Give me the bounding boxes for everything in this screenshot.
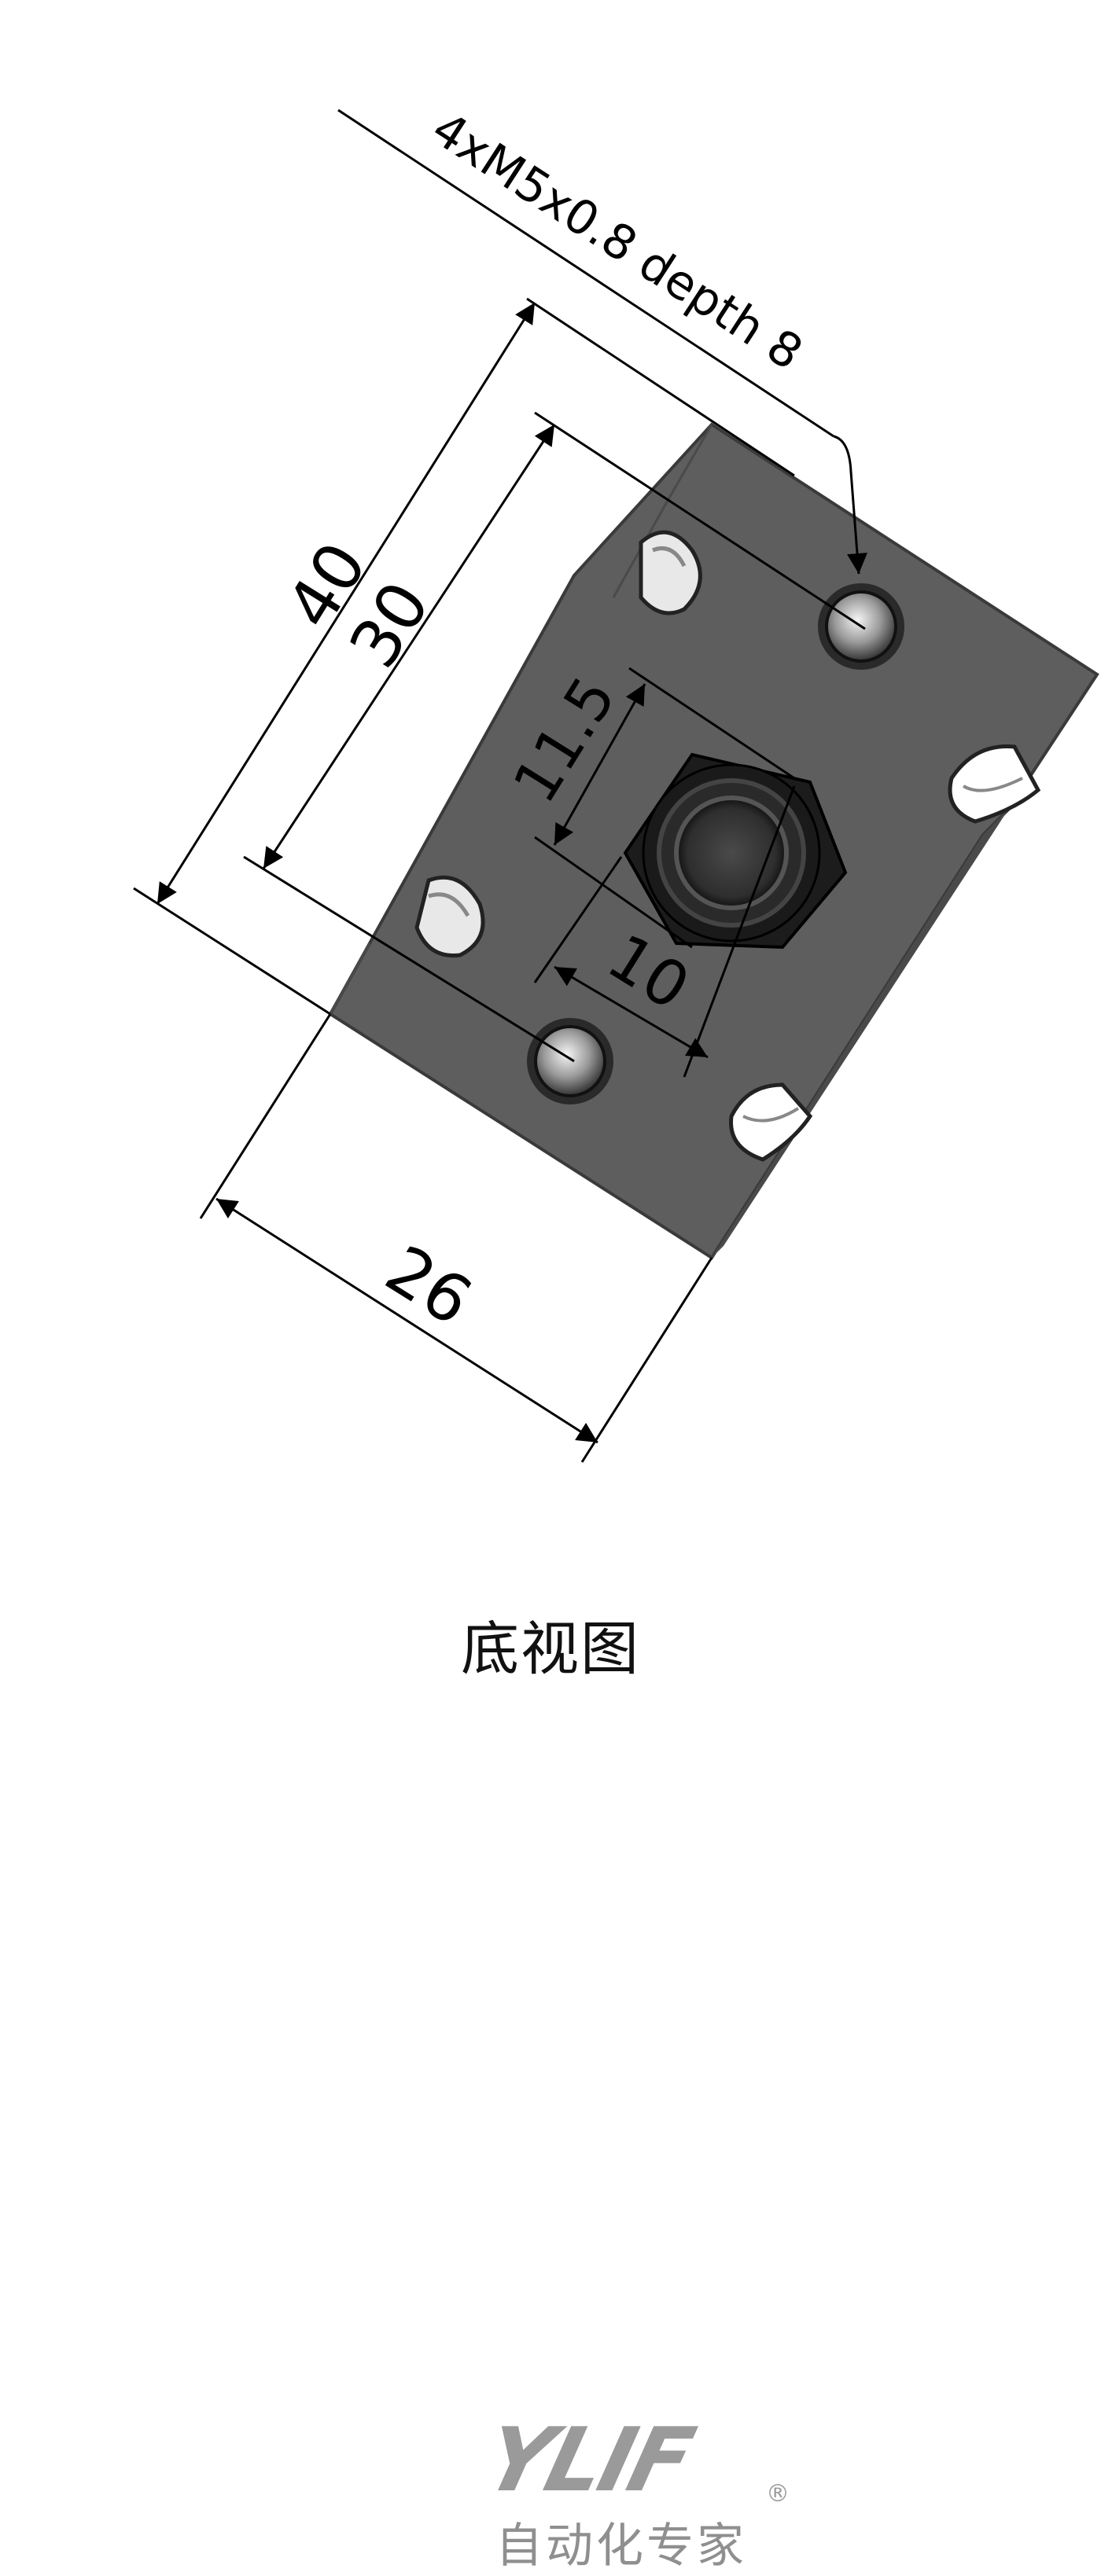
brand-logo: YLIF ® 自动化专家 [456,2409,802,2574]
threaded-hole-bottom [527,1018,613,1104]
slot-bottom [729,1082,813,1162]
logo-subtitle: 自动化专家 [495,2519,747,2574]
slot-top-left [639,530,702,616]
thread-callout-label: 4xM5x0.8 depth 8 [422,101,812,381]
slot-right [948,744,1041,824]
bottom-view-drawing: 40 30 11.5 10 26 4xM5x0.8 depth 8 [133,101,1099,1463]
view-caption: 底视图 [461,1615,640,1683]
registered-mark: ® [766,2480,790,2508]
logo-wordmark: YLIF [474,2409,701,2512]
dimension-26-label: 26 [373,1231,485,1341]
